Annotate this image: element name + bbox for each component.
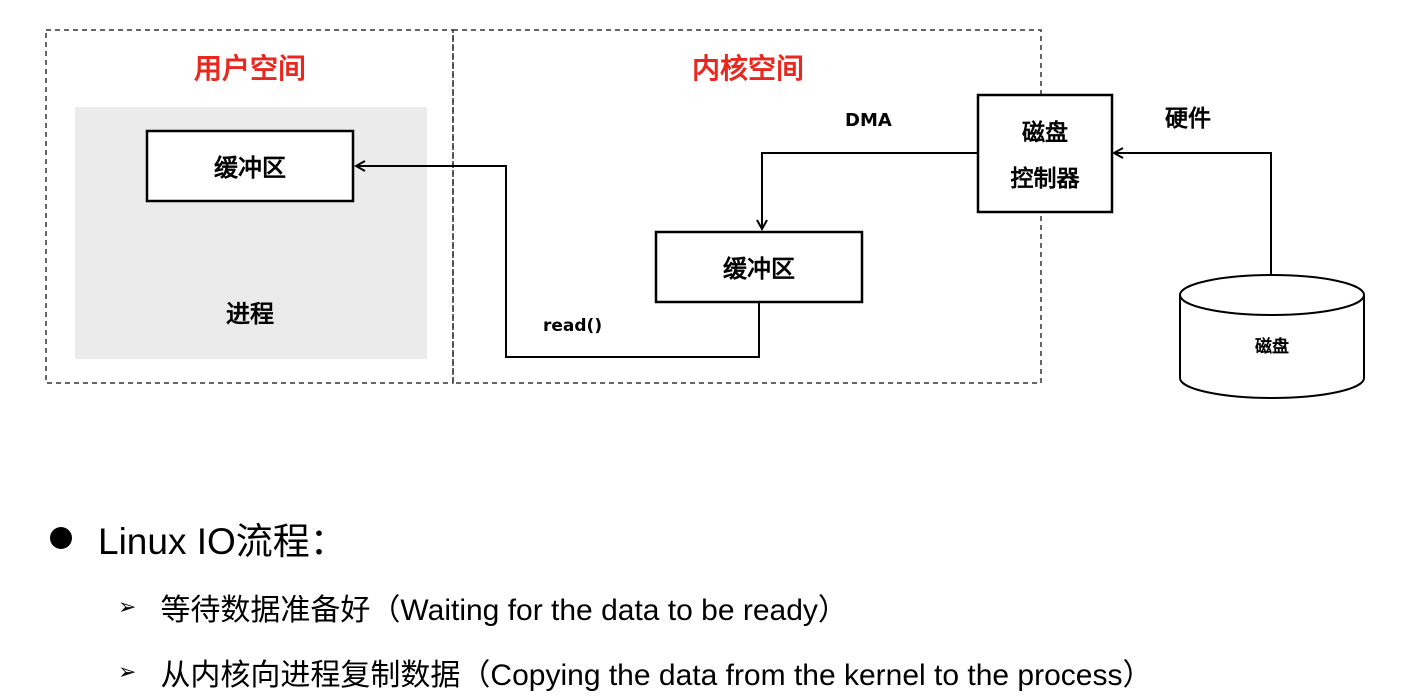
user-buffer-label: 缓冲区 bbox=[214, 154, 286, 182]
disk-controller-box bbox=[976, 93, 1114, 214]
kernel-space-region bbox=[452, 29, 1042, 384]
disk-controller-line2: 控制器 bbox=[1011, 165, 1081, 192]
notes-item-2-text: 从内核向进程复制数据（Copying the data from the ker… bbox=[160, 659, 1153, 692]
arrow-bullet-icon: ➢ bbox=[118, 594, 137, 619]
notes-heading: Linux IO流程： bbox=[98, 521, 347, 562]
user-space-title: 用户空间 bbox=[194, 52, 306, 85]
hardware-arrow bbox=[1114, 153, 1272, 275]
kernel-space-title: 内核空间 bbox=[692, 52, 804, 85]
user-space-region bbox=[45, 29, 454, 384]
kernel-buffer-label: 缓冲区 bbox=[723, 255, 795, 283]
disk-label: 磁盘 bbox=[1255, 336, 1289, 357]
notes-item-1: ➢ 等待数据准备好（Waiting for the data to be rea… bbox=[118, 585, 848, 629]
io-flow-diagram: 用户空间 内核空间 缓冲区 进程 缓冲区 read() 磁盘 控制器 DMA 硬… bbox=[45, 29, 1365, 399]
process-label: 进程 bbox=[226, 300, 274, 328]
disk-controller-line1: 磁盘 bbox=[1022, 119, 1068, 146]
dma-arrow bbox=[762, 152, 978, 229]
disk-cylinder-top bbox=[1179, 274, 1365, 316]
hardware-label: 硬件 bbox=[1165, 106, 1211, 132]
bullet-dot-icon bbox=[50, 527, 72, 549]
read-label: read() bbox=[543, 316, 602, 336]
user-buffer-box bbox=[145, 129, 355, 203]
arrow-bullet-icon: ➢ bbox=[118, 659, 137, 684]
notes-item-1-text: 等待数据准备好（Waiting for the data to be ready… bbox=[160, 594, 848, 627]
notes-heading-row: Linux IO流程： bbox=[50, 510, 347, 566]
disk-cylinder-body bbox=[1179, 295, 1365, 399]
read-arrow bbox=[356, 166, 760, 358]
dma-label: DMA bbox=[845, 110, 892, 131]
notes-item-2: ➢ 从内核向进程复制数据（Copying the data from the k… bbox=[118, 650, 1152, 694]
